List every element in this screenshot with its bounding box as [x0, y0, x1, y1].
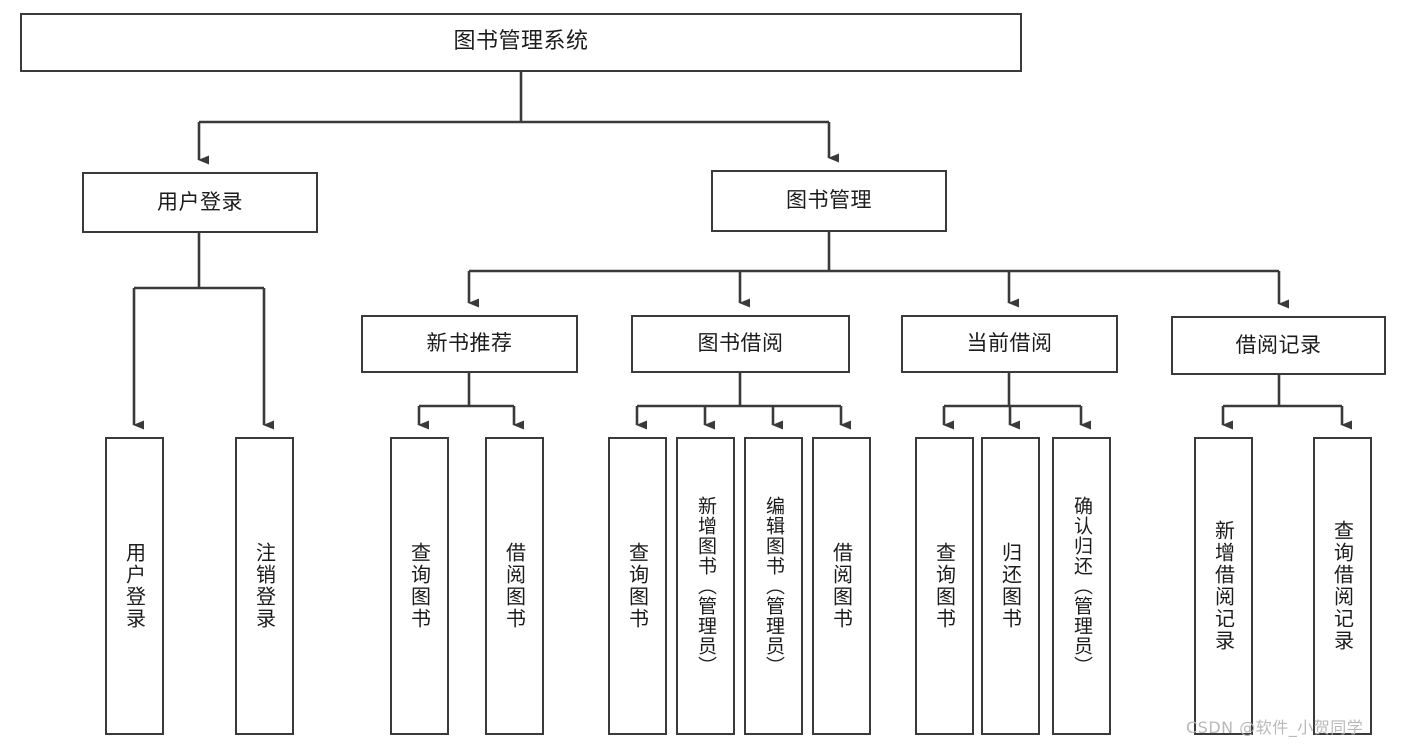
node-label: 注销登录 — [252, 542, 277, 630]
node-root-book-management-system[interactable]: 图书管理系统 — [20, 13, 1022, 72]
node-label: 图书管理系统 — [453, 29, 589, 55]
node-user-login[interactable]: 用户登录 — [82, 172, 318, 233]
node-label: 新增借阅记录 — [1211, 520, 1236, 652]
node-label: 借阅记录 — [1235, 332, 1322, 357]
node-leaf-query-book-2[interactable]: 查询图书 — [608, 437, 667, 735]
node-label: 查询图书 — [625, 542, 650, 630]
node-leaf-query-book-1[interactable]: 查询图书 — [390, 437, 449, 735]
node-label: 查询借阅记录 — [1330, 520, 1355, 652]
node-leaf-return-book[interactable]: 归还图书 — [981, 437, 1040, 735]
node-leaf-confirm-return[interactable]: 确认归还（管理员） — [1052, 437, 1111, 735]
node-label: 归还图书 — [998, 542, 1023, 630]
node-label: 当前借阅 — [966, 331, 1053, 356]
node-label: 编辑图书（管理员） — [763, 496, 785, 676]
node-book-management[interactable]: 图书管理 — [711, 170, 947, 232]
csdn-watermark: CSDN @软件_小贺同学 — [1186, 718, 1364, 737]
node-new-book-recommend[interactable]: 新书推荐 — [361, 315, 578, 373]
node-borrow-record[interactable]: 借阅记录 — [1171, 316, 1386, 375]
node-book-borrow[interactable]: 图书借阅 — [631, 315, 850, 373]
node-leaf-add-book[interactable]: 新增图书（管理员） — [676, 437, 735, 735]
node-label: 用户登录 — [122, 542, 147, 630]
node-leaf-borrow-book-1[interactable]: 借阅图书 — [485, 437, 544, 735]
node-leaf-logout-login[interactable]: 注销登录 — [235, 437, 294, 735]
node-leaf-add-borrow-record[interactable]: 新增借阅记录 — [1194, 437, 1253, 735]
node-label: 图书借阅 — [697, 331, 784, 356]
node-label: 新增图书（管理员） — [695, 496, 717, 676]
node-label: 查询图书 — [932, 542, 957, 630]
node-leaf-query-book-3[interactable]: 查询图书 — [915, 437, 974, 735]
node-label: 借阅图书 — [502, 542, 527, 630]
node-label: 查询图书 — [407, 542, 432, 630]
node-label: 图书管理 — [786, 188, 872, 213]
node-label: 用户登录 — [157, 189, 243, 214]
node-leaf-edit-book[interactable]: 编辑图书（管理员） — [744, 437, 803, 735]
node-leaf-borrow-book-2[interactable]: 借阅图书 — [812, 437, 871, 735]
node-leaf-user-login[interactable]: 用户登录 — [105, 437, 164, 735]
node-label: 新书推荐 — [426, 331, 513, 356]
node-label: 借阅图书 — [829, 542, 854, 630]
node-leaf-query-borrow-record[interactable]: 查询借阅记录 — [1313, 437, 1372, 735]
node-label: 确认归还（管理员） — [1071, 496, 1093, 676]
node-current-borrow[interactable]: 当前借阅 — [901, 315, 1118, 373]
